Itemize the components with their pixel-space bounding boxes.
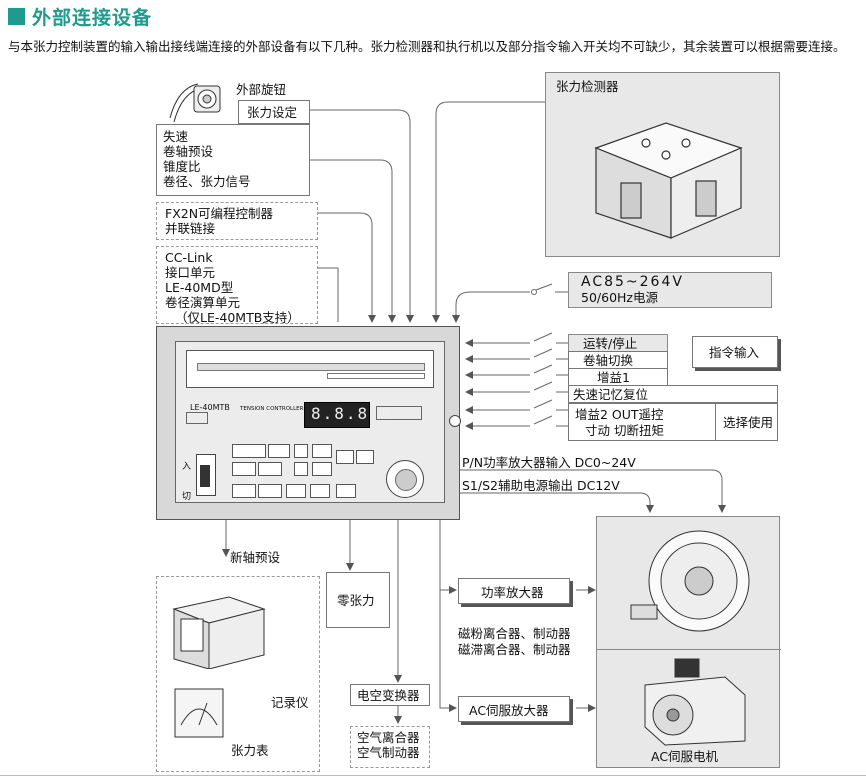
ctrl-btn-3[interactable] [312, 444, 332, 458]
ctrl-btn-2[interactable] [268, 444, 290, 458]
ctrl-btn-8[interactable] [312, 462, 332, 476]
cclink-name: CC-Link [165, 250, 213, 265]
cclink-model: LE-40MD型 [165, 280, 234, 295]
ctrl-btn-6[interactable] [232, 462, 256, 476]
recorder-meter-box: 记录仪 张力表 [156, 576, 320, 772]
signal-taper: 锥度比 [163, 159, 201, 174]
cclink-calc: 卷径演算单元 [165, 295, 241, 310]
ctrl-btn-9[interactable] [232, 484, 256, 498]
ctrl-screw [449, 415, 461, 427]
air-brake: 空气制动器 [357, 745, 420, 760]
cmd-stall-reset: 失速记忆复位 [568, 385, 778, 403]
seven-seg-display: 8.8.8.8 [304, 402, 390, 428]
ep-converter-box: 电空变换器 [350, 684, 430, 706]
tension-meter-icon [174, 688, 224, 738]
ctrl-dial[interactable] [386, 460, 424, 498]
clutch-text-2: 磁滞离合器、制动器 [458, 642, 571, 657]
signal-reel-preset: 卷轴预设 [163, 144, 214, 159]
ctrl-btn-10[interactable] [258, 484, 282, 498]
signals-box: 失速 卷轴预设 锥度比 卷径、张力信号 [156, 124, 310, 196]
title-marker [8, 8, 25, 25]
optional-inputs-box: 增益2 OUT遥控 寸动 切断扭矩 选择使用 [568, 403, 778, 441]
controller-brand: TENSION CONTROLLER [240, 406, 304, 412]
controller-face: LE-40MTB TENSION CONTROLLER 8.8.8.8 入 切 [175, 341, 445, 503]
ctrl-btn-right[interactable] [310, 484, 330, 498]
tension-setting-label: 张力设定 [247, 105, 298, 120]
tension-sensor-label: 张力检测器 [556, 79, 619, 94]
ctrl-btn-7[interactable] [258, 462, 282, 476]
ac-servo-amp-box: AC伺服放大器 [458, 696, 570, 722]
tension-sensor-panel: 张力检测器 [545, 72, 780, 257]
command-input-label: 指令输入 [709, 345, 760, 360]
ac-servo-amp-label: AC伺服放大器 [469, 703, 549, 718]
clutch-brake-icon [630, 530, 750, 632]
intro-text: 与本张力控制装置的输入输出接线端连接的外部设备有以下几种。张力检测器和执行机以及… [8, 39, 846, 54]
ctrl-label-in: 入 [182, 462, 192, 472]
tension-sensor-icon [594, 122, 743, 239]
plc-box: FX2N可编程控制器 并联链接 [156, 202, 318, 240]
cclink-box: CC-Link 接口单元 LE-40MD型 卷径演算单元 （仅LE-40MTB支… [156, 246, 318, 325]
tension-controller: LE-40MTB TENSION CONTROLLER 8.8.8.8 入 切 [156, 326, 461, 520]
cmd-run-stop: 运转/停止 [568, 334, 668, 352]
ctrl-btn-up[interactable] [294, 444, 308, 458]
power-frequency: 50/60Hz电源 [581, 290, 658, 305]
plc-link: 并联链接 [165, 221, 216, 236]
command-input-box: 指令输入 [692, 336, 778, 368]
tension-setting-box: 张力设定 [238, 100, 310, 124]
power-supply-box: AC85~264V 50/60Hz电源 [568, 272, 772, 308]
air-devices-box: 空气离合器 空气制动器 [350, 726, 430, 768]
new-reel-preset-label: 新轴预设 [230, 550, 281, 565]
bottom-divider [0, 775, 866, 776]
controller-display-window [186, 350, 434, 388]
signal-diameter: 卷径、张力信号 [163, 174, 251, 189]
cclink-unit: 接口单元 [165, 265, 216, 280]
ctrl-btn-down[interactable] [294, 462, 308, 476]
recorder-label: 记录仪 [271, 695, 309, 710]
power-amp-label: 功率放大器 [481, 585, 544, 600]
controller-model: LE-40MTB [190, 403, 230, 412]
actuator-panel: AC伺服电机 [596, 516, 781, 768]
optional-label: 选择使用 [723, 415, 774, 430]
zero-tension-box: 零张力 [326, 572, 390, 628]
clutch-text-1: 磁粉离合器、制动器 [458, 626, 571, 641]
ctrl-power-switch[interactable] [196, 454, 216, 496]
ac-servo-motor-icon [644, 658, 746, 746]
pn-input-label: P/N功率放大器输入 DC0~24V [462, 455, 636, 470]
ctrl-btn-left[interactable] [286, 484, 306, 498]
ctrl-btn-1[interactable] [232, 444, 266, 458]
page-title: 外部连接设备 [32, 7, 153, 29]
ctrl-btn-5[interactable] [356, 450, 374, 464]
power-amp-box: 功率放大器 [458, 578, 570, 604]
optional-line1: 增益2 OUT遥控 [575, 407, 664, 422]
external-knob-label: 外部旋钮 [236, 82, 287, 97]
recorder-icon [172, 596, 266, 669]
s1s2-output-label: S1/S2辅助电源输出 DC12V [462, 478, 620, 493]
cmd-gain1: 增益1 [568, 368, 668, 386]
zero-tension-label: 零张力 [337, 593, 375, 608]
optional-line2: 寸动 切断扭矩 [585, 423, 664, 438]
plc-name: FX2N可编程控制器 [165, 206, 274, 221]
ep-converter-label: 电空变换器 [357, 688, 420, 703]
signal-stall: 失速 [163, 129, 189, 144]
ctrl-label-off: 切 [182, 492, 192, 502]
cmd-reel-switch: 卷轴切换 [568, 351, 668, 369]
knob-illustration [169, 83, 221, 123]
cclink-note: （仅LE-40MTB支持） [175, 310, 300, 325]
power-voltage: AC85~264V [581, 274, 684, 290]
air-clutch: 空气离合器 [357, 730, 420, 745]
ac-servo-motor-label: AC伺服电机 [651, 749, 719, 764]
ctrl-btn-11[interactable] [336, 484, 356, 498]
ctrl-btn-4[interactable] [336, 450, 354, 464]
tension-meter-label: 张力表 [231, 743, 269, 758]
